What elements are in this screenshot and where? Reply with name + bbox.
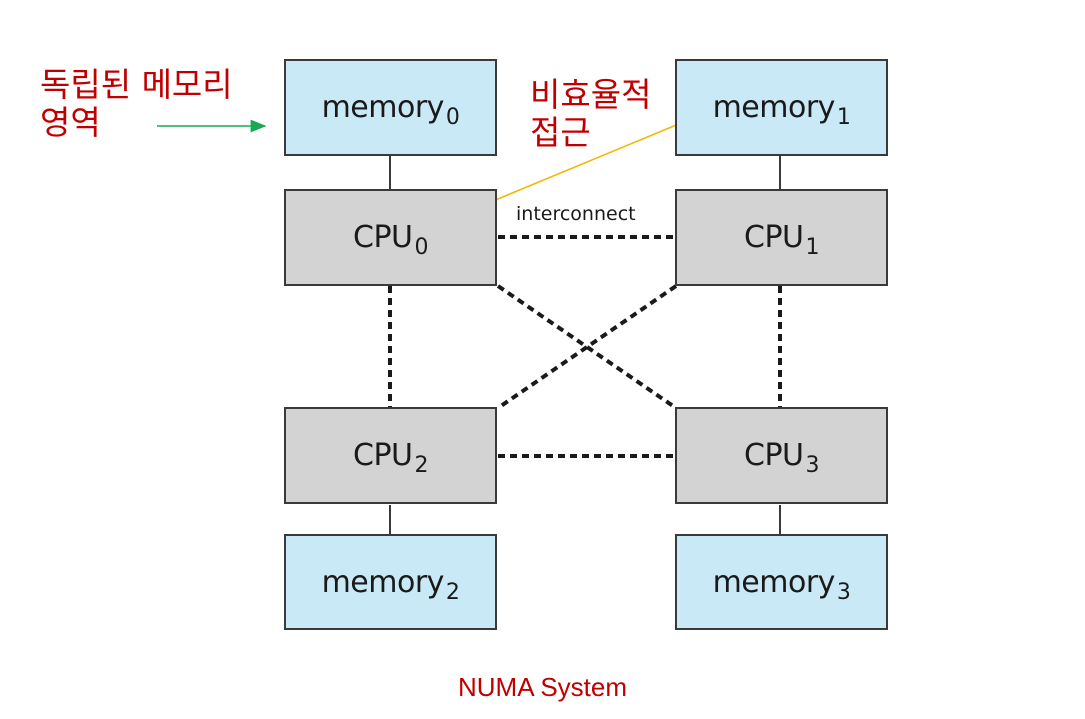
cpu-0-label: CPU xyxy=(353,220,413,255)
diagram-caption: NUMA System xyxy=(457,672,628,702)
yellow-arrow xyxy=(475,115,700,209)
memory-2-subscript: 2 xyxy=(445,579,460,605)
cpu-2-subscript: 2 xyxy=(414,453,429,478)
cpu-3-label: CPU xyxy=(744,438,804,473)
memory-0-label: memory xyxy=(321,90,445,125)
cpu-1-subscript: 1 xyxy=(805,235,820,260)
cpu-1-label: CPU xyxy=(744,220,804,255)
isolated-memory-line1: 독립된 메모리 xyxy=(40,65,233,104)
isolated-memory-line2: 영역 xyxy=(40,103,101,142)
interconnect-label: interconnect xyxy=(516,203,636,225)
memory-2-label: memory xyxy=(321,564,445,600)
cpu-3-subscript: 3 xyxy=(805,453,820,478)
inefficient-access-line1: 비효율적 xyxy=(530,75,652,114)
isolated-memory-annotation: 독립된 메모리 영역 xyxy=(40,66,233,142)
memory-1-subscript: 1 xyxy=(836,105,851,130)
cpu-0-subscript: 0 xyxy=(414,235,429,260)
inefficient-access-line2: 접근 xyxy=(530,113,591,152)
memory-3-subscript: 3 xyxy=(836,579,851,605)
cpu-2-label: CPU xyxy=(353,438,413,473)
memory-1-label: memory xyxy=(712,90,836,125)
memory-0-subscript: 0 xyxy=(445,105,460,130)
memory-3-label: memory xyxy=(712,564,836,600)
inefficient-access-annotation: 비효율적 접근 xyxy=(530,76,651,152)
